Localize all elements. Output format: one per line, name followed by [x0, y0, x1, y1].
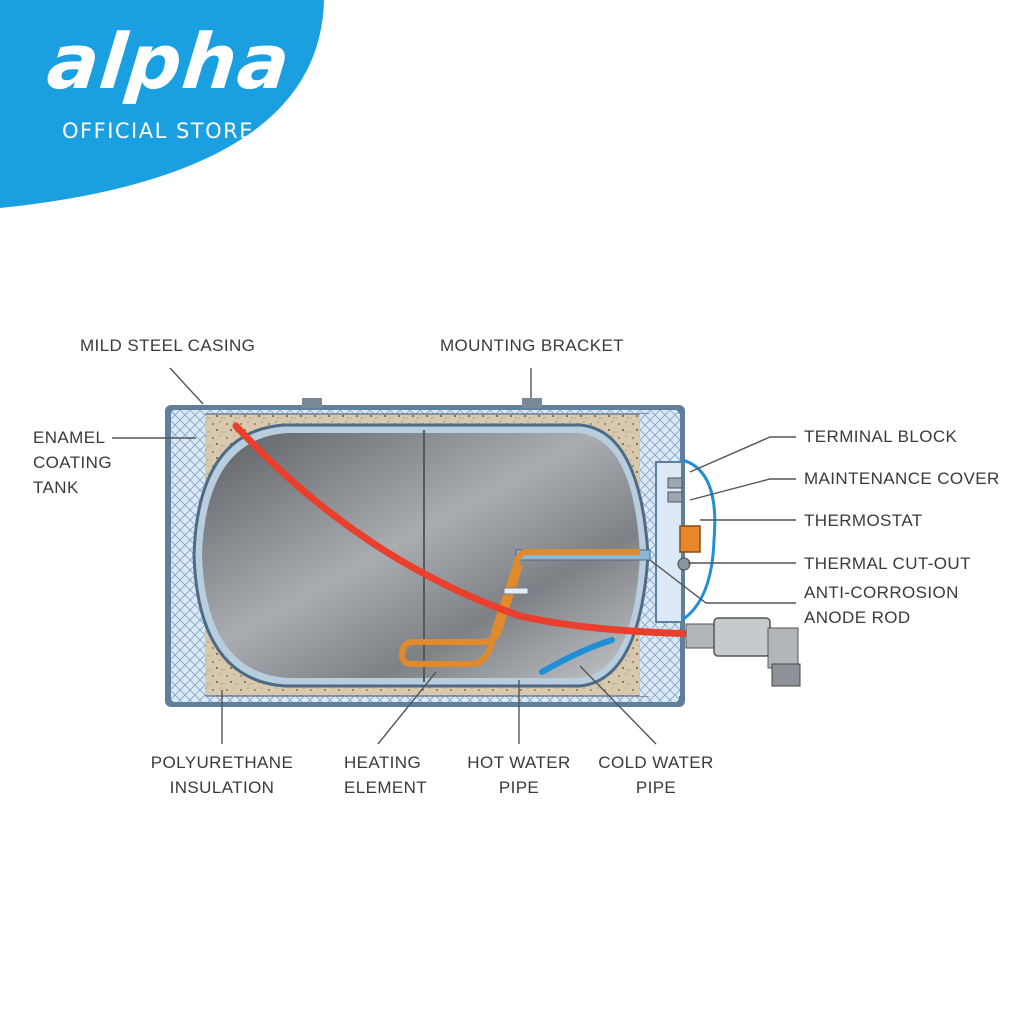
mounting-bracket: [522, 398, 542, 408]
hot-water-pipe: [232, 422, 708, 638]
label-terminal-block: TERMINAL BLOCK: [804, 427, 958, 446]
outlet-valve: [685, 617, 801, 687]
maintenance-cover: [681, 458, 717, 622]
label-thermal-cut-out: THERMAL CUT-OUT: [804, 554, 971, 573]
leader-lines: [112, 367, 796, 745]
label-mounting-bracket: MOUNTING BRACKET: [440, 336, 624, 355]
label-anti-corrosion-anode-rod: ANTI-CORROSION ANODE ROD: [804, 583, 959, 627]
label-enamel-coating-tank: ENAMEL COATING TANK: [33, 428, 112, 497]
label-polyurethane-insulation: POLYURETHANE INSULATION: [150, 753, 294, 797]
store-label: OFFICIAL STORE: [62, 119, 255, 143]
label-cold-water-pipe: COLD WATER PIPE: [598, 753, 714, 797]
brand-badge: [0, 0, 324, 208]
label-heating-element: HEATING ELEMENT: [344, 753, 428, 797]
thermal-cut-out: [677, 557, 691, 571]
label-maintenance-cover: MAINTENANCE COVER: [804, 469, 1000, 488]
heating-element: [399, 549, 640, 667]
label-thermostat: THERMOSTAT: [804, 511, 923, 530]
thermostat: [679, 525, 701, 553]
label-hot-water-pipe: HOT WATER PIPE: [467, 753, 571, 797]
label-mild-steel-casing: MILD STEEL CASING: [80, 336, 256, 355]
cold-water-pipe: [539, 637, 615, 675]
